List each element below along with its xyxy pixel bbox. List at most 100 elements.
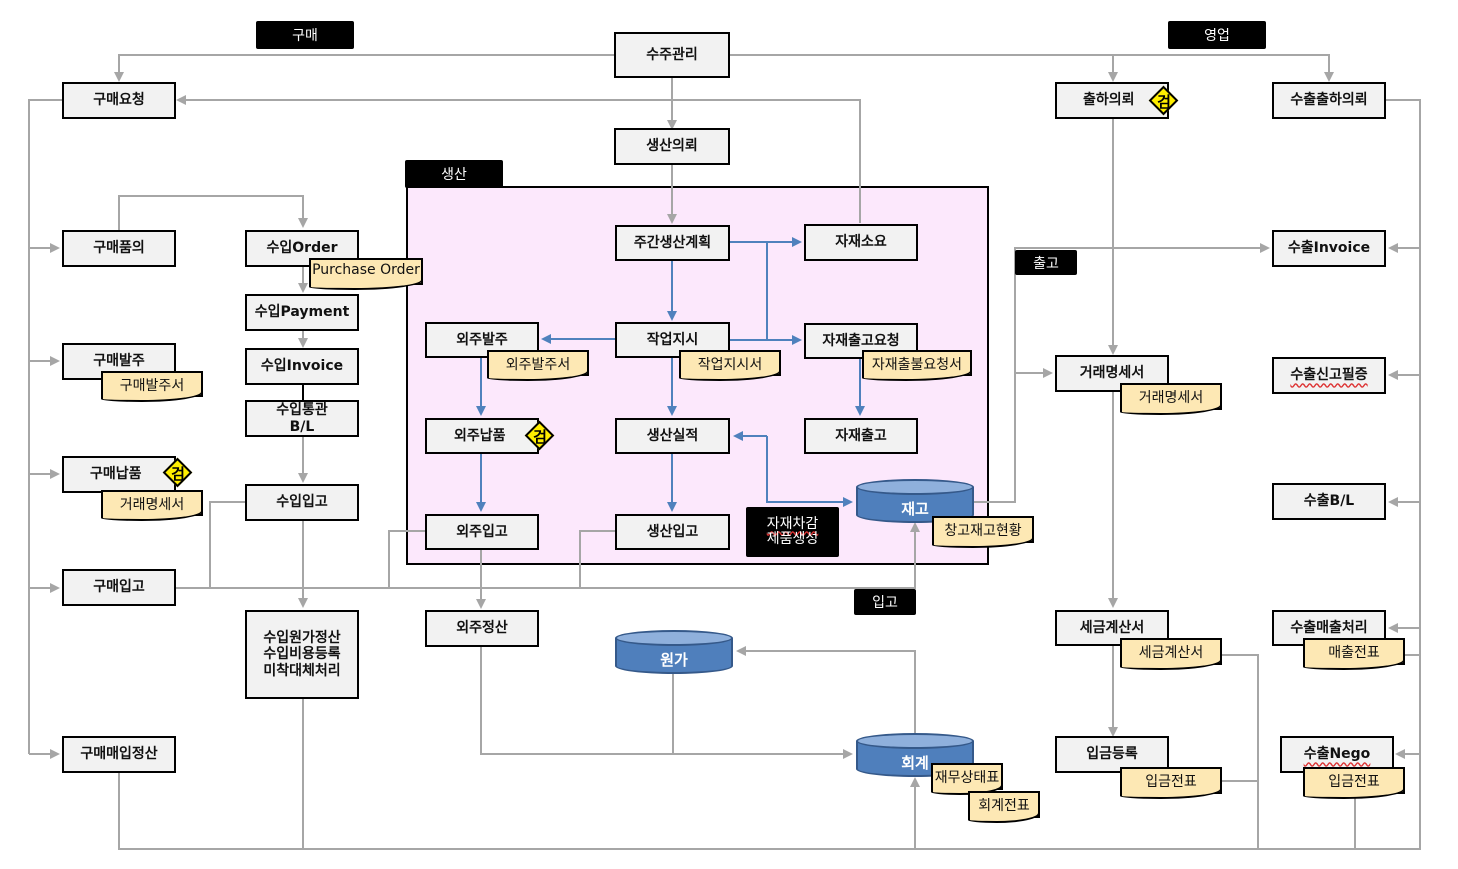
node-label: 출하의뢰 [1083, 92, 1135, 109]
db-label: 원가 [660, 650, 688, 669]
doc-purchase-order[interactable]: 구매발주서 [101, 371, 203, 402]
node-weekly-plan[interactable]: 주간생산계획 [615, 225, 730, 261]
node-label: 수입Order [266, 240, 338, 257]
node-label: 외주납품 [454, 427, 506, 444]
doc-work-order[interactable]: 작업지시서 [679, 350, 781, 381]
edge-tax-doc-bottom [1222, 654, 1259, 849]
doc-sales-voucher[interactable]: 매출전표 [1303, 638, 1405, 670]
doc-label: 거래명세서 [1138, 390, 1204, 406]
node-label: 외주입고 [456, 523, 508, 540]
node-export-bl[interactable]: 수출B/L [1272, 483, 1386, 520]
node-label-line2: B/L [289, 418, 315, 435]
doc-label: 구매발주서 [119, 378, 185, 394]
section-tag-shipping: 출고 [1015, 250, 1077, 275]
node-export-nego[interactable]: 수출Nego [1280, 736, 1394, 773]
node-export-declaration[interactable]: 수출신고필증 [1272, 357, 1386, 394]
node-label: 수입Invoice [260, 358, 344, 375]
node-label: 거래명세서 [1079, 365, 1145, 382]
node-label: 구매입고 [93, 579, 145, 596]
node-material-issue-request[interactable]: 자재출고요청 [804, 323, 918, 359]
node-work-order[interactable]: 작업지시 [615, 322, 730, 358]
doc-label: 자재출불요청서 [871, 357, 963, 373]
doc-deposit-voucher[interactable]: 입금전표 [1120, 767, 1222, 799]
node-import-invoice[interactable]: 수입Invoice [245, 348, 359, 385]
node-export-invoice[interactable]: 수출Invoice [1272, 230, 1386, 267]
doc-import-order[interactable]: Purchase Order [309, 258, 423, 290]
db-cost[interactable]: 원가 [615, 630, 733, 674]
doc-label: 거래명세서 [119, 497, 185, 513]
doc-label: 창고재고현황 [944, 523, 1022, 539]
edge-inventory-to-shipping [973, 243, 1270, 503]
edge-material-to-purchase-request [176, 95, 861, 223]
node-purchase-receipt[interactable]: 구매입고 [62, 569, 176, 606]
node-label: 생산입고 [646, 523, 699, 540]
node-label-line3: 미착대체처리 [263, 662, 341, 679]
node-import-receipt[interactable]: 수입입고 [245, 484, 359, 521]
node-tax-invoice[interactable]: 세금계산서 [1055, 610, 1169, 646]
section-tag-sales: 영업 [1168, 21, 1266, 49]
material-deduct-note: 자재차감 제품생성 [746, 507, 839, 557]
node-outsource-receipt[interactable]: 외주입고 [425, 514, 539, 550]
node-purchase-settlement[interactable]: 구매매입정산 [62, 736, 176, 773]
node-label: 수출매출처리 [1290, 619, 1368, 636]
node-label: 수출출하의뢰 [1290, 92, 1368, 109]
edge-result-inventory [766, 436, 853, 507]
doc-tax-invoice[interactable]: 세금계산서 [1120, 638, 1222, 670]
material-deduct-line1: 자재차감 [766, 515, 819, 532]
node-production-receipt[interactable]: 생산입고 [615, 514, 730, 550]
doc-outsource-order[interactable]: 외주발주서 [487, 350, 589, 381]
inspection-mark-label: 검 [533, 427, 547, 446]
node-label: 구매요청 [93, 92, 145, 109]
node-material-issue[interactable]: 자재출고 [804, 418, 918, 454]
doc-label: 회계전표 [978, 798, 1030, 814]
node-ship-request[interactable]: 출하의뢰 [1055, 82, 1169, 119]
inspection-mark-label: 검 [1157, 92, 1171, 111]
doc-financial-statement[interactable]: 재무상태표 [931, 763, 1003, 795]
inspection-icon: 검 [524, 420, 555, 451]
doc-purchase-delivery[interactable]: 거래명세서 [101, 490, 203, 521]
doc-sales-statement[interactable]: 거래명세서 [1120, 383, 1222, 415]
section-tag-receiving: 입고 [854, 589, 916, 615]
node-purchase-approval[interactable]: 구매품의 [62, 230, 176, 267]
node-purchase-request[interactable]: 구매요청 [62, 82, 176, 119]
node-label: 세금계산서 [1079, 619, 1145, 636]
doc-material-issue-request[interactable]: 자재출불요청서 [862, 350, 972, 381]
inspection-icon: 검 [1148, 85, 1179, 116]
node-purchase-delivery[interactable]: 구매납품 [62, 456, 176, 493]
node-label: 자재출고요청 [822, 332, 900, 349]
node-order-mgmt[interactable]: 수주관리 [614, 32, 730, 78]
node-label: 주간생산계획 [633, 234, 712, 251]
inspection-mark-label: 검 [171, 464, 185, 483]
edge-approval-to-import-order [118, 195, 308, 231]
edge-order-to-purchase-request [114, 54, 614, 82]
node-label: 자재출고 [835, 427, 887, 444]
node-outsource-delivery[interactable]: 외주납품 [425, 418, 539, 454]
edge-order-to-ship [729, 54, 1334, 82]
edge-import-receipt-bus [209, 501, 245, 588]
doc-label: 작업지시서 [697, 357, 763, 373]
node-import-payment[interactable]: 수입Payment [245, 294, 359, 331]
node-production-request[interactable]: 생산의뢰 [614, 128, 730, 165]
node-production-result[interactable]: 생산실적 [615, 418, 730, 454]
db-label: 회계 [901, 753, 929, 772]
edge-ledger-to-cost [736, 646, 916, 733]
node-outsource-order[interactable]: 외주발주 [425, 322, 539, 358]
doc-accounting-voucher[interactable]: 회계전표 [968, 791, 1040, 823]
doc-label: 입금전표 [1328, 774, 1380, 790]
node-outsource-settlement[interactable]: 외주정산 [425, 610, 539, 647]
node-export-ship-request[interactable]: 수출출하의뢰 [1272, 82, 1386, 119]
node-label: 작업지시 [646, 331, 699, 348]
node-label: 구매매입정산 [80, 746, 158, 763]
doc-warehouse-stock[interactable]: 창고재고현황 [932, 516, 1034, 548]
material-deduct-line2: 제품생성 [766, 531, 819, 547]
node-label-line1: 수입원가정산 [263, 630, 341, 647]
node-material-requirement[interactable]: 자재소요 [804, 224, 918, 261]
doc-label: 입금전표 [1145, 774, 1197, 790]
node-label: 외주정산 [456, 620, 508, 637]
edge-outsource-receipt-bus [388, 530, 425, 588]
doc-nego-voucher[interactable]: 입금전표 [1303, 767, 1405, 799]
node-label: 입금등록 [1086, 746, 1138, 763]
